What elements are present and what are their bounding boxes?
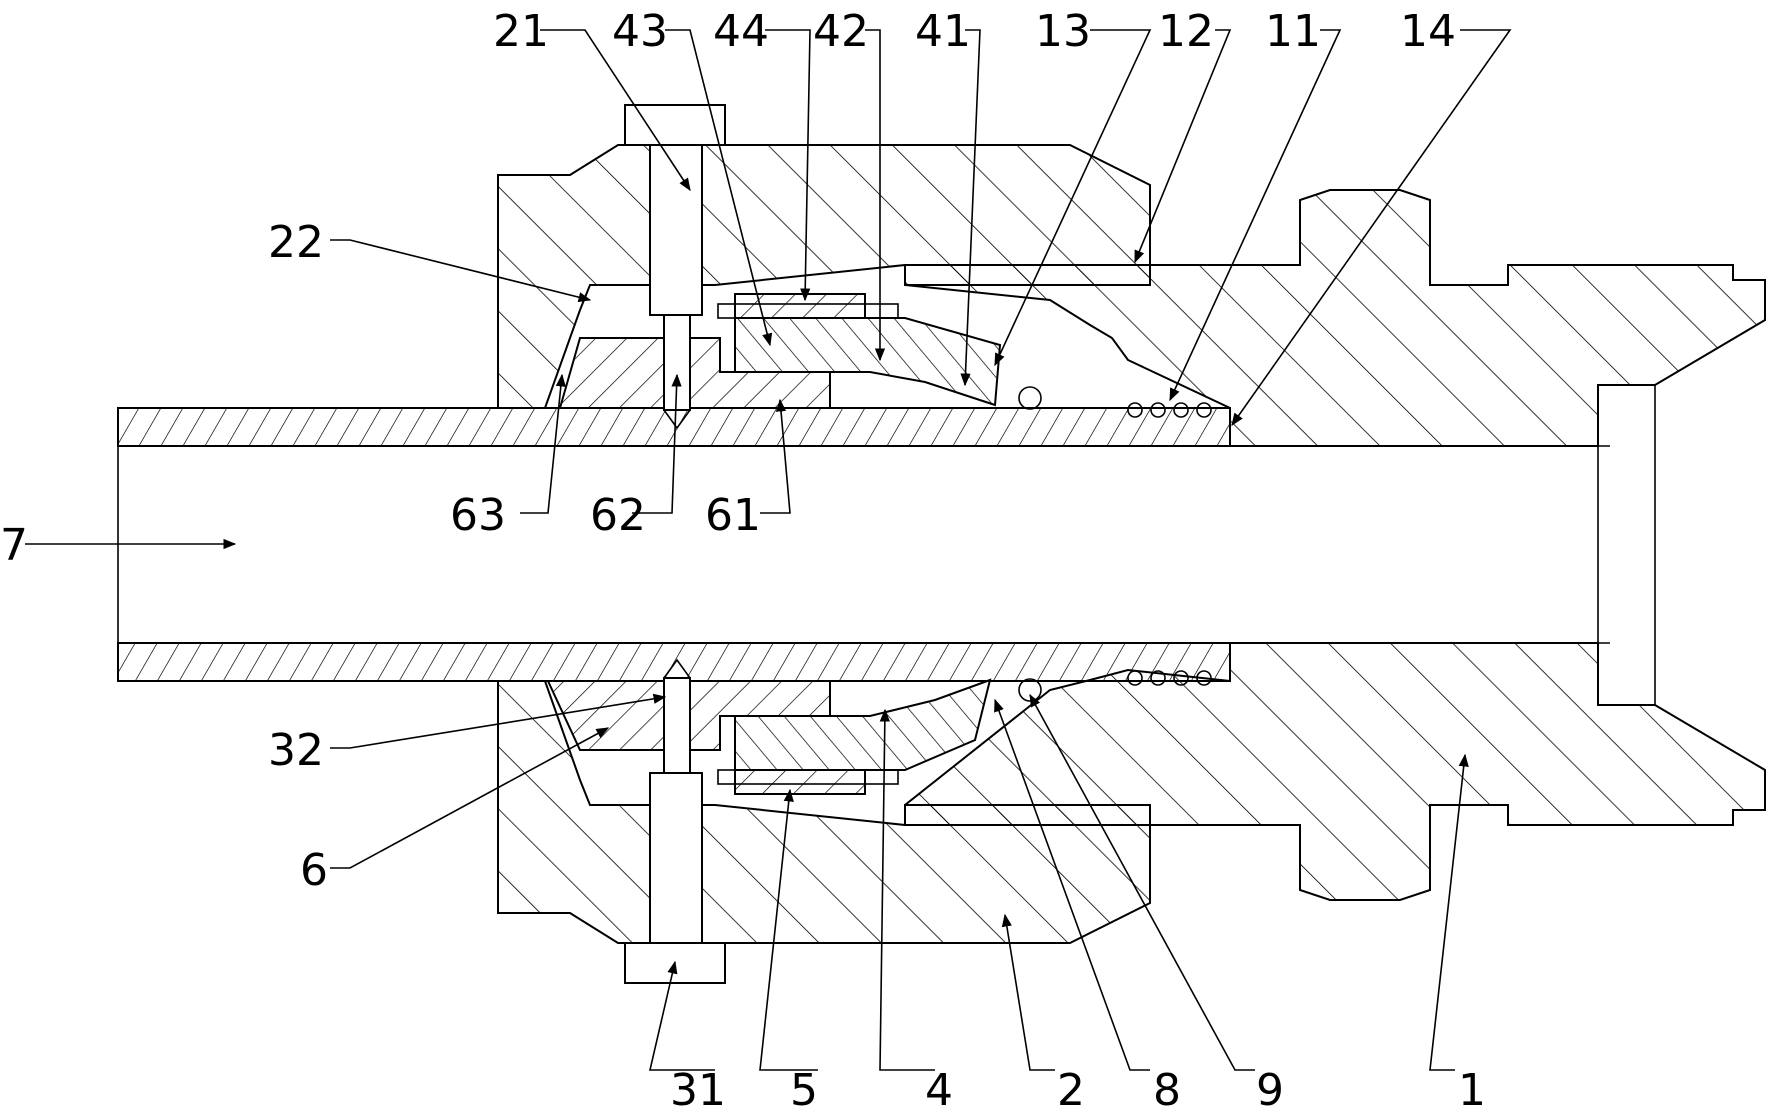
label-42: 42 bbox=[813, 6, 869, 57]
label-32: 32 bbox=[268, 725, 324, 776]
label-7: 7 bbox=[0, 520, 28, 571]
body-1 bbox=[905, 190, 1765, 900]
label-43: 43 bbox=[612, 6, 668, 57]
label-31: 31 bbox=[670, 1065, 726, 1113]
label-41: 41 bbox=[915, 6, 971, 57]
nut-2 bbox=[498, 145, 1150, 943]
label-4: 4 bbox=[925, 1065, 953, 1113]
label-6: 6 bbox=[300, 845, 328, 896]
label-11: 11 bbox=[1265, 6, 1321, 57]
label-63: 63 bbox=[450, 490, 506, 541]
label-61: 61 bbox=[705, 490, 761, 541]
label-62: 62 bbox=[590, 490, 646, 541]
label-22: 22 bbox=[268, 217, 324, 268]
label-9: 9 bbox=[1256, 1065, 1284, 1113]
label-21: 21 bbox=[493, 6, 549, 57]
label-1: 1 bbox=[1458, 1065, 1486, 1113]
label-14: 14 bbox=[1400, 6, 1456, 57]
label-5: 5 bbox=[790, 1065, 818, 1113]
label-13: 13 bbox=[1035, 6, 1091, 57]
label-2: 2 bbox=[1057, 1065, 1085, 1113]
label-8: 8 bbox=[1153, 1065, 1181, 1113]
label-44: 44 bbox=[713, 6, 769, 57]
label-12: 12 bbox=[1158, 6, 1214, 57]
pipe-7 bbox=[118, 408, 1610, 681]
